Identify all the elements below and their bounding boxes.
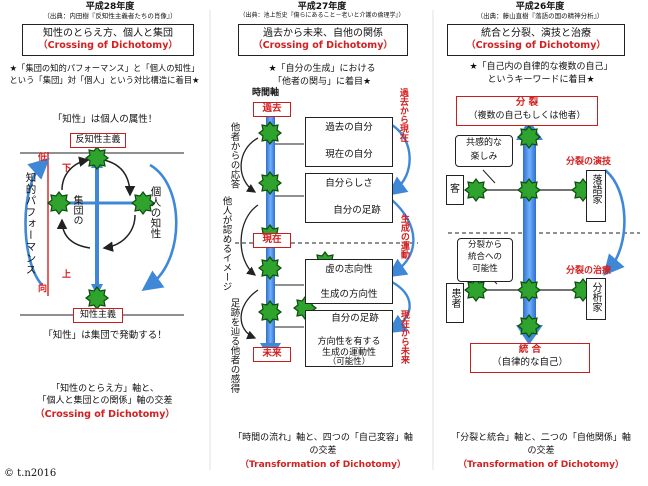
col2-box2-2: 自分の足跡 bbox=[333, 205, 381, 216]
col3-split-box: 分 裂 （複数の自己もしくは他者） bbox=[456, 96, 598, 126]
col3-bubble2-2: 統合への bbox=[467, 252, 502, 262]
col3-analyst-box: 分析家 bbox=[586, 278, 606, 320]
col1-group: 集団の bbox=[71, 195, 82, 225]
col3-guest-box: 客 bbox=[446, 175, 464, 205]
col3-performer-box: 落語家 bbox=[586, 170, 606, 222]
col2-axis-1: 「時間の流れ」軸と、四つの「自己変容」軸 bbox=[233, 433, 413, 443]
col1-individual-intellect: 個人の知性 bbox=[149, 186, 162, 239]
col1-graphics bbox=[20, 146, 184, 316]
col2-note-1: ★「自分の生成」における bbox=[268, 64, 376, 74]
col1-axis-3: （Crossing of Dichotomy） bbox=[35, 409, 175, 420]
col1-low: 低 bbox=[38, 153, 48, 163]
col2-source: （出典：池上哲史『傷らにあること－老いと介護の倫理学』） bbox=[239, 12, 405, 19]
col3-split-sub: （複数の自己もしくは他者） bbox=[468, 111, 586, 121]
col3-unify-sub: （自律的な自己） bbox=[491, 357, 568, 368]
col2-future-box: 未来 bbox=[253, 347, 291, 362]
col3-analyst: 分析家 bbox=[590, 282, 601, 312]
col3-note-1: ★「自己内の自律的な複数の自己」 bbox=[469, 62, 613, 72]
col1-note-2: という「集団」対「個人」という対比構造に着目★ bbox=[9, 75, 200, 85]
col3-unify-title: 統 合 bbox=[518, 344, 542, 355]
col3-bubble2-3: 可能性 bbox=[472, 264, 498, 274]
col2-box3-1: 虚の志向性 bbox=[325, 264, 373, 275]
col2-left-trace: 足跡を辿る他者の感得 bbox=[228, 298, 240, 393]
col3-title-crossing: （Crossing of Dichotomy） bbox=[466, 40, 606, 51]
col2-box-2: 自分らしさ 自分の足跡 bbox=[305, 173, 393, 223]
col2-past-box: 過去 bbox=[253, 102, 291, 117]
col2-left-response: 他者からの応答 bbox=[228, 122, 240, 189]
col1-source: （出典：内田樹『反知性主義者たちの肖像』） bbox=[43, 12, 177, 20]
col3-bubble1-2: 楽しみ bbox=[470, 152, 498, 162]
col1-caption-bottom: 「知性」は集団で発動する！ bbox=[43, 330, 167, 341]
col2-box-4: 自分の足跡 方向性を有する 生成の運動性 （可能性） bbox=[305, 310, 393, 367]
col1-axis-1: 「知性のとらえ方」軸と、 bbox=[51, 384, 159, 394]
col3-title: 統合と分裂、演技と治療 bbox=[481, 28, 591, 39]
col1-anti-intellect-label: 反知性主義 bbox=[75, 135, 121, 145]
col2-box-1: 過去の自分 現在の自分 bbox=[305, 117, 393, 167]
col2-future-label: 未来 bbox=[262, 348, 282, 359]
col3-axis-1: 「分裂と統合」軸と、二つの「自他関係」軸 bbox=[451, 433, 631, 443]
col3-split-act: 分裂の演技 bbox=[566, 157, 612, 167]
col1-anti-intellect-box: 反知性主義 bbox=[70, 133, 126, 148]
col1-title: 知性のとらえ方、個人と集団 bbox=[43, 28, 173, 39]
col1-intellect-box: 知性主義 bbox=[73, 308, 123, 323]
col2-present-label: 現在 bbox=[262, 234, 282, 245]
col2-box1-2: 現在の自分 bbox=[325, 149, 373, 160]
col2-box2-1: 自分らしさ bbox=[325, 178, 373, 189]
copyright: © t.n2016 bbox=[4, 468, 57, 479]
col3-source: （出典：藤山直樹『落語の国の精神分析』） bbox=[476, 12, 604, 20]
col2-box4-2: 方向性を有する bbox=[317, 337, 381, 347]
col2-present-box: 現在 bbox=[253, 233, 291, 248]
col2-axis-3: （Transformation of Dichotomy） bbox=[240, 460, 406, 470]
col2-title-crossing: （Crossing of Dichotomy） bbox=[253, 40, 393, 51]
col2-axis-2: の交差 bbox=[309, 446, 337, 456]
col1-title-crossing: （Crossing of Dichotomy） bbox=[38, 40, 178, 51]
col3-note-2: というキーワードに着目★ bbox=[487, 75, 595, 85]
col1-axis-2: 「個人と集団との関係」軸の交差 bbox=[37, 396, 173, 406]
col3-bubble-empathy: 共感的な 楽しみ bbox=[455, 135, 513, 167]
col2-box4-1: 自分の足跡 bbox=[331, 313, 379, 324]
col2-right-past-present: 過去から現在 bbox=[397, 88, 408, 142]
col2-title-box: 過去から未来、自他の関係 （Crossing of Dichotomy） bbox=[238, 24, 408, 56]
col1-note-1: ★「集団の知的パフォーマンス」と「個人の知性」 bbox=[9, 63, 200, 73]
col3-unify-box: 統 合 （自律的な自己） bbox=[470, 343, 590, 373]
col2-right-present-future: 現在から未来 bbox=[398, 310, 409, 364]
col3-bubble-possibility: 分裂から 統合への 可能性 bbox=[457, 238, 513, 282]
col2-box4-3: 生成の運動性 bbox=[321, 348, 376, 358]
col2-past-label: 過去 bbox=[262, 103, 282, 114]
col3-bubble2-1: 分裂から bbox=[467, 240, 502, 250]
col3-graphics bbox=[448, 120, 640, 345]
col3-performer: 落語家 bbox=[590, 174, 601, 204]
col2-box-3: 虚の志向性 生成の方向性 bbox=[305, 259, 393, 304]
col1-up: 上 bbox=[62, 270, 72, 280]
col2-box1-1: 過去の自分 bbox=[325, 122, 373, 133]
col1-down: 下 bbox=[62, 164, 72, 174]
col3-split-title: 分 裂 bbox=[515, 97, 539, 108]
col2-box4-4: （可能性） bbox=[327, 357, 371, 367]
col1-intellect-label: 知性主義 bbox=[79, 310, 116, 320]
col2-note-2: 「他者の関与」に着目★ bbox=[272, 77, 372, 87]
col2-box3-2: 生成の方向性 bbox=[320, 289, 378, 300]
col3-year: 平成26年度 bbox=[515, 2, 565, 12]
col3-guest: 客 bbox=[450, 184, 460, 195]
col3-title-box: 統合と分裂、演技と治療 （Crossing of Dichotomy） bbox=[447, 24, 625, 56]
col3-split-cure: 分裂の治療 bbox=[566, 266, 612, 276]
col2-time-axis-label: 時間軸 bbox=[252, 88, 280, 98]
col3-patient-box: 患者 bbox=[446, 283, 464, 323]
col3-axis-2: の交差 bbox=[527, 446, 555, 456]
col3-bubble1-1: 共感的な bbox=[465, 138, 502, 148]
col2-left-image: 他人が認めるイメージ bbox=[220, 196, 232, 291]
col1-intellectual-performance: 知的パフォーマンス bbox=[24, 172, 37, 276]
col2-title: 過去から未来、自他の関係 bbox=[263, 28, 383, 39]
col1-high: 向 bbox=[38, 284, 48, 294]
col3-axis-3: （Transformation of Dichotomy） bbox=[458, 460, 624, 470]
col1-title-box: 知性のとらえ方、個人と集団 （Crossing of Dichotomy） bbox=[22, 24, 194, 56]
col3-patient: 患者 bbox=[449, 288, 460, 308]
col2-right-generation: 生成の運動 bbox=[398, 214, 409, 259]
col1-year: 平成28年度 bbox=[85, 2, 135, 12]
col1-caption-top: 「知性」は個人の属性！ bbox=[52, 114, 158, 125]
col2-year: 平成27年度 bbox=[297, 2, 347, 12]
